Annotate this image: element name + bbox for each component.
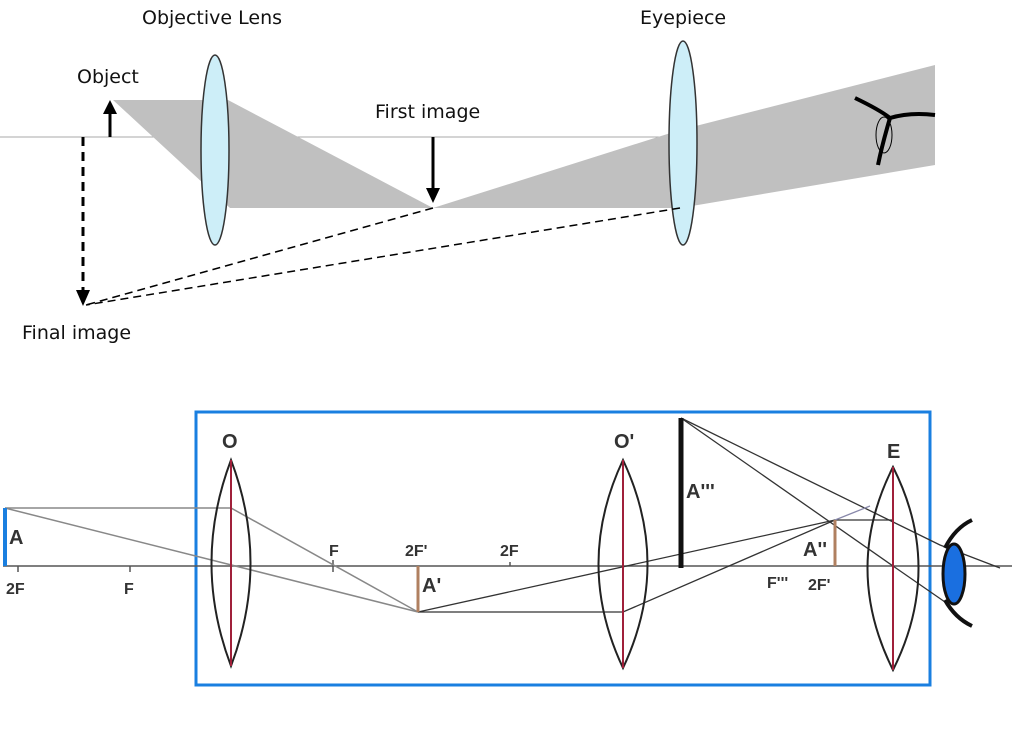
first-image-arrowhead <box>426 188 440 203</box>
objective-lens <box>200 54 230 246</box>
label-o-prime: O' <box>614 431 634 453</box>
label-2f-prime: 2F' <box>405 543 427 560</box>
eye-icon <box>854 96 936 166</box>
final-image-label: Final image <box>22 322 131 344</box>
final-image-arrowhead <box>76 290 90 306</box>
eye-icon <box>941 518 973 628</box>
microscope-frame <box>194 410 932 687</box>
compound-microscope-schematic: Objective Lens Eyepiece Object First ima… <box>0 7 936 344</box>
virtual-ray-1 <box>85 207 434 306</box>
virtual-ray-2 <box>85 207 681 306</box>
first-image-label: First image <box>375 101 480 123</box>
object-label: Object <box>77 66 139 88</box>
objective-lens-label: Objective Lens <box>142 7 282 29</box>
label-a-triple-prime: A''' <box>686 481 715 503</box>
ray-diagram: A 2F F O F 2F' 2F A' O' A''' A'' F''' 2F… <box>3 410 1012 687</box>
eyepiece-lens <box>668 40 698 246</box>
label-2f-mid: 2F <box>500 543 519 560</box>
label-e: E <box>887 441 900 463</box>
label-f-triple: F''' <box>767 575 788 592</box>
eyepiece-label: Eyepiece <box>640 7 726 29</box>
label-a-prime: A' <box>422 575 441 597</box>
label-o: O <box>222 431 238 453</box>
label-2f-prime-2: 2F' <box>808 577 830 594</box>
eyepiece-rays <box>417 417 1001 613</box>
objective-ray-region <box>113 100 433 208</box>
object-arrowhead <box>103 100 117 114</box>
label-f-right: F <box>329 543 339 560</box>
label-2f-left: 2F <box>6 581 25 598</box>
label-a-double-prime: A'' <box>803 539 827 561</box>
label-f-left: F <box>124 581 134 598</box>
axis-ticks <box>17 560 511 572</box>
label-a: A <box>9 527 23 549</box>
